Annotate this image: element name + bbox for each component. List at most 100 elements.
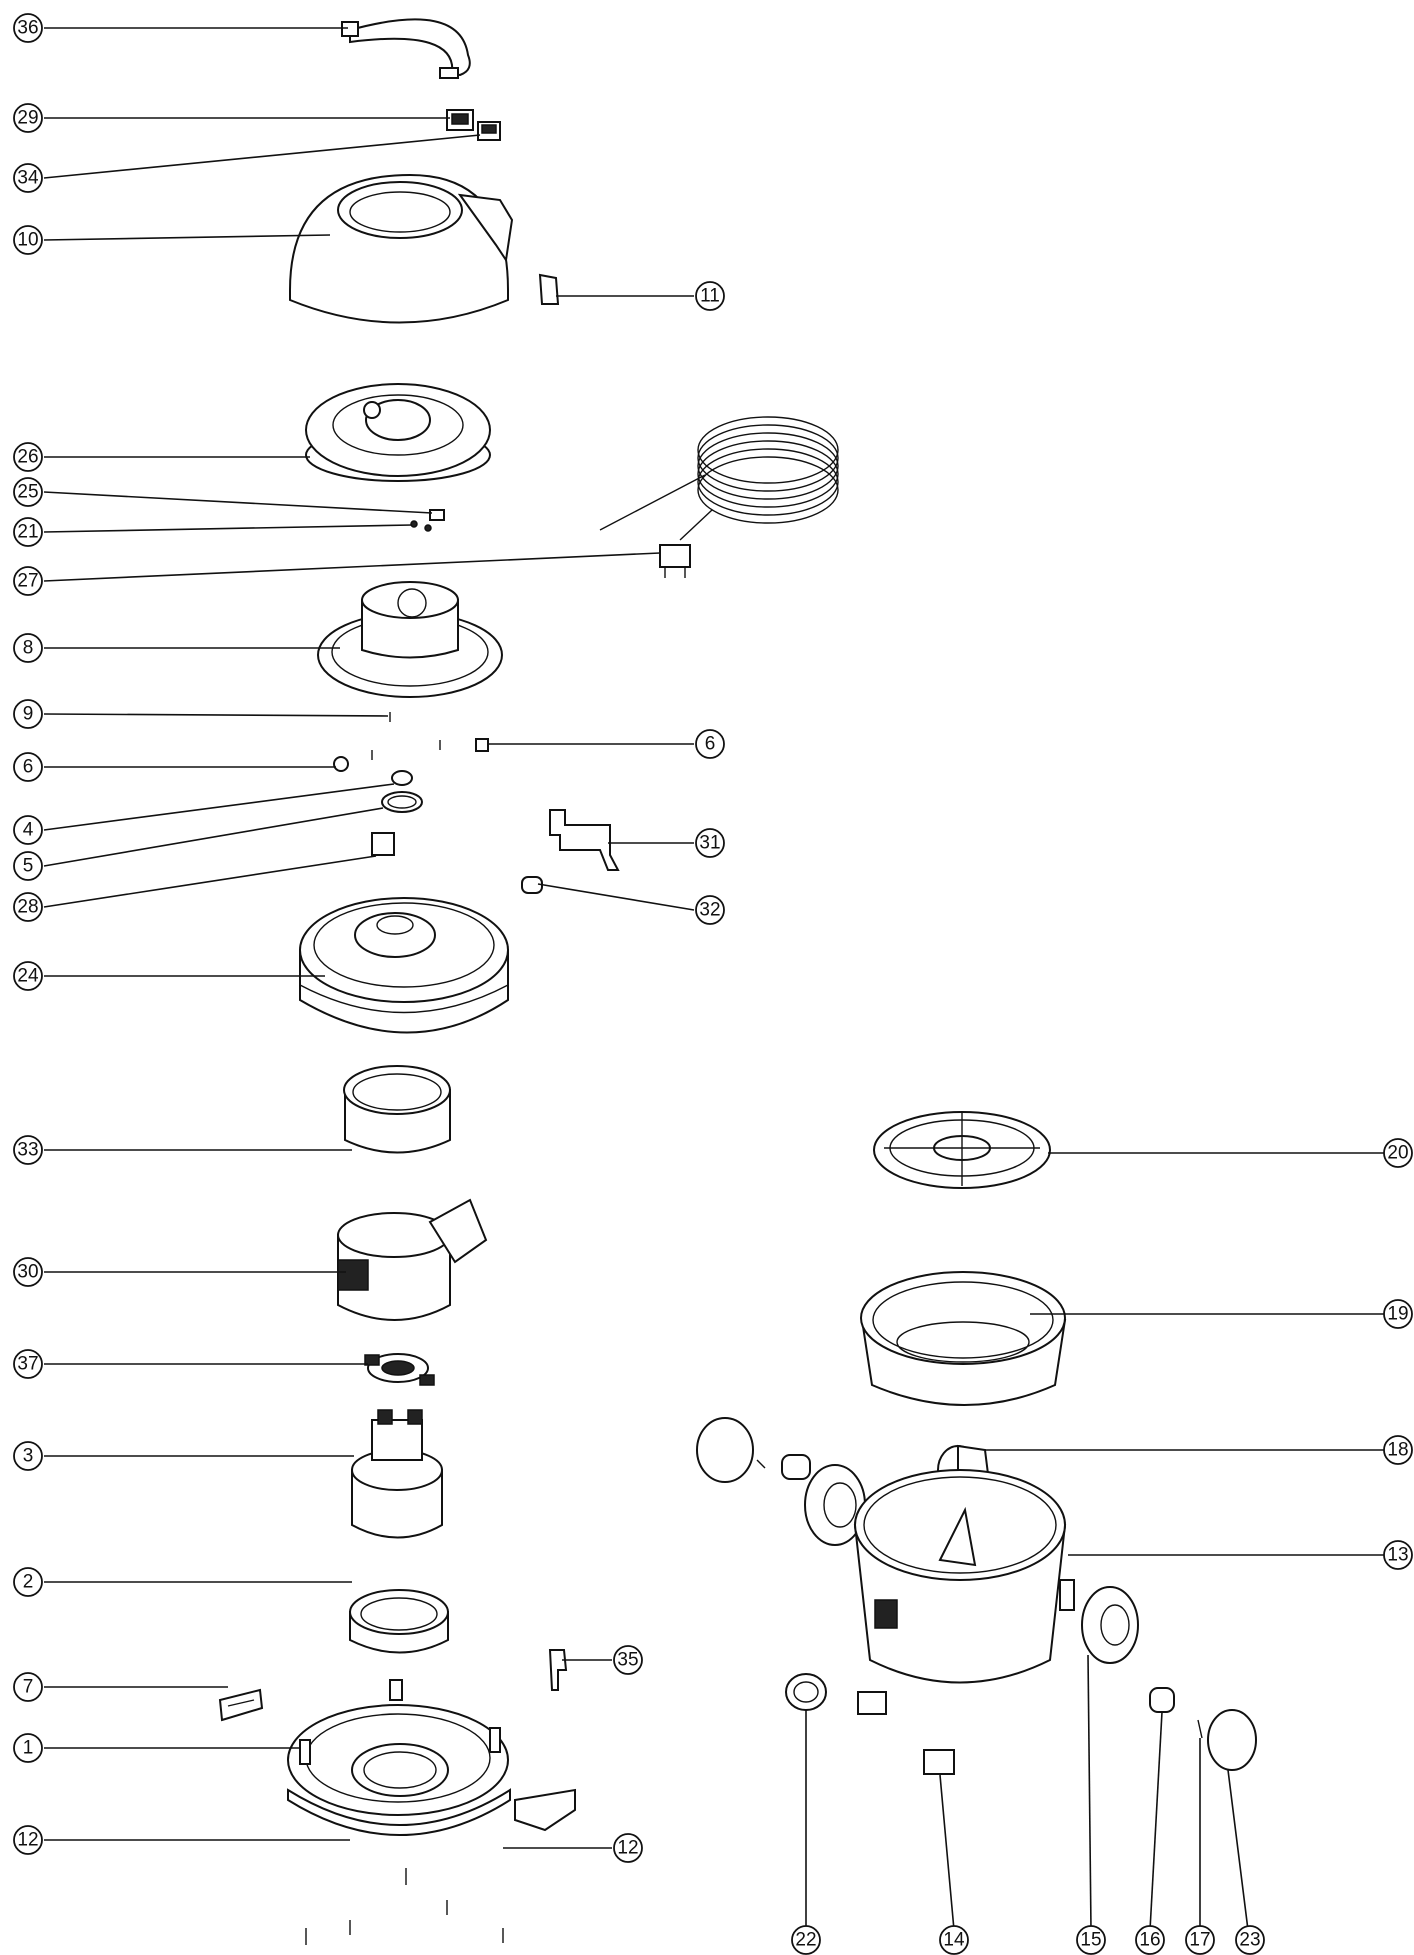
- part-clip-7b: [514, 1788, 576, 1832]
- part-nut-6-right: [475, 738, 489, 752]
- svg-text:35: 35: [617, 1650, 638, 1671]
- part-small-clip: [429, 509, 445, 521]
- svg-text:7: 7: [23, 1677, 34, 1698]
- callout-15: 15: [1076, 1925, 1106, 1955]
- callout-21: 21: [13, 517, 43, 547]
- callout-16: 16: [1135, 1925, 1165, 1955]
- svg-text:6: 6: [705, 734, 716, 755]
- callout-6-left: 6: [13, 752, 43, 782]
- part-fan-housing: [299, 897, 509, 1034]
- callout-28: 28: [13, 892, 43, 922]
- part-filter-lid: [873, 1111, 1051, 1189]
- part-seal: [349, 1589, 449, 1654]
- callout-23: 23: [1235, 1925, 1265, 1955]
- svg-text:3: 3: [23, 1446, 34, 1467]
- svg-text:11: 11: [700, 286, 720, 307]
- part-pin: [1197, 1719, 1203, 1739]
- callout-14: 14: [939, 1925, 969, 1955]
- part-motor-cover: [305, 383, 491, 482]
- svg-text:27: 27: [17, 571, 38, 592]
- svg-text:31: 31: [699, 833, 720, 854]
- callout-29: 29: [13, 103, 43, 133]
- part-latch: [538, 273, 560, 305]
- svg-text:15: 15: [1080, 1930, 1101, 1951]
- part-tube: [781, 1454, 811, 1480]
- part-nut-22: [785, 1673, 827, 1711]
- svg-text:12: 12: [617, 1838, 638, 1859]
- part-handle: [341, 18, 471, 79]
- svg-text:32: 32: [699, 900, 720, 921]
- svg-text:37: 37: [17, 1354, 38, 1375]
- callout-5: 5: [13, 851, 43, 881]
- part-top-cover: [289, 173, 514, 324]
- svg-text:2: 2: [23, 1572, 34, 1593]
- svg-text:34: 34: [17, 168, 39, 189]
- part-clip-7: [218, 1688, 264, 1722]
- part-gasket: [364, 1353, 435, 1386]
- callout-12-right: 12: [613, 1833, 643, 1863]
- callout-18: 18: [1383, 1435, 1413, 1465]
- part-oring: [696, 1417, 766, 1483]
- svg-text:29: 29: [17, 108, 38, 129]
- svg-text:12: 12: [17, 1830, 38, 1851]
- callout-19: 19: [1383, 1299, 1413, 1329]
- part-screws-9: [371, 712, 441, 760]
- leader-lines: [43, 27, 1384, 1931]
- part-small-nuts: [410, 520, 432, 532]
- svg-text:13: 13: [1387, 1545, 1408, 1566]
- callout-35: 35: [613, 1645, 643, 1675]
- callout-8: 8: [13, 633, 43, 663]
- callout-10: 10: [13, 225, 43, 255]
- part-bracket: [549, 809, 620, 871]
- svg-text:17: 17: [1189, 1930, 1210, 1951]
- part-castor-b: [923, 1749, 955, 1775]
- callout-32: 32: [695, 895, 725, 925]
- part-power-cord: [599, 416, 839, 578]
- callout-7: 7: [13, 1672, 43, 1702]
- svg-text:22: 22: [795, 1930, 816, 1951]
- part-latch-35: [548, 1649, 568, 1691]
- part-motor-plate: [317, 581, 503, 698]
- callout-30: 30: [13, 1257, 43, 1287]
- callout-37: 37: [13, 1349, 43, 1379]
- part-filter-basket: [860, 1271, 1067, 1406]
- callout-17: 17: [1185, 1925, 1215, 1955]
- svg-text:23: 23: [1239, 1930, 1260, 1951]
- callout-20: 20: [1383, 1138, 1413, 1168]
- callout-4: 4: [13, 815, 43, 845]
- svg-text:36: 36: [17, 18, 38, 39]
- svg-text:18: 18: [1387, 1440, 1408, 1461]
- part-tank: [853, 1469, 1075, 1684]
- callout-22: 22: [791, 1925, 821, 1955]
- part-base: [287, 1679, 511, 1836]
- callout-33: 33: [13, 1135, 43, 1165]
- svg-text:20: 20: [1387, 1143, 1408, 1164]
- svg-text:6: 6: [23, 757, 34, 778]
- callout-27: 27: [13, 566, 43, 596]
- svg-text:10: 10: [17, 230, 38, 251]
- svg-text:21: 21: [17, 522, 38, 543]
- part-screws-12: [305, 1868, 504, 1945]
- part-board: [371, 832, 395, 856]
- part-switch-29: [446, 109, 474, 131]
- svg-text:26: 26: [17, 447, 38, 468]
- callout-31: 31: [695, 828, 725, 858]
- svg-text:1: 1: [23, 1738, 34, 1759]
- svg-text:24: 24: [17, 966, 39, 987]
- part-roller: [521, 876, 543, 894]
- callout-2: 2: [13, 1567, 43, 1597]
- part-washer-4: [391, 770, 413, 786]
- svg-text:30: 30: [17, 1262, 38, 1283]
- part-cap: [1207, 1709, 1257, 1771]
- svg-text:5: 5: [23, 856, 34, 877]
- svg-text:8: 8: [23, 638, 34, 659]
- callout-12-left: 12: [13, 1825, 43, 1855]
- callout-25: 25: [13, 477, 43, 507]
- callout-6-right: 6: [695, 729, 725, 759]
- part-ring-5: [381, 791, 423, 813]
- part-motor: [351, 1409, 443, 1539]
- svg-text:25: 25: [17, 482, 38, 503]
- svg-text:28: 28: [17, 897, 38, 918]
- callout-3: 3: [13, 1441, 43, 1471]
